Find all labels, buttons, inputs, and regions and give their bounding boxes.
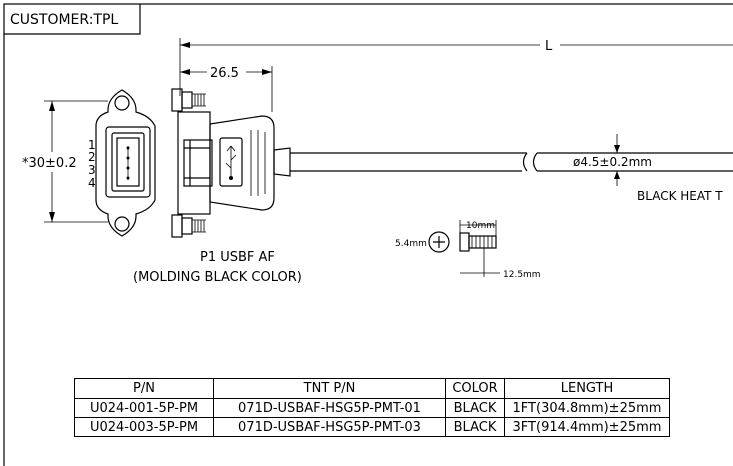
screw-thread-label: 12.5mm bbox=[503, 270, 541, 280]
part-number-table: P/N TNT P/N COLOR LENGTH U024-001-5P-PM … bbox=[74, 378, 670, 437]
part-name: P1 USBF AF bbox=[200, 250, 275, 265]
table-cell: BLACK bbox=[445, 417, 505, 437]
pin-label-3: 3 bbox=[88, 163, 96, 177]
table-row: U024-001-5P-PM 071D-USBAF-HSG5P-PMT-01 B… bbox=[74, 398, 670, 418]
overall-length-arrow bbox=[180, 42, 190, 48]
connector-side-view bbox=[177, 111, 291, 215]
table-cell: 3FT(914.4mm)±25mm bbox=[504, 417, 670, 437]
lower-screw bbox=[171, 214, 206, 238]
table-cell: 071D-USBAF-HSG5P-PMT-03 bbox=[213, 417, 446, 437]
screw-head-label: 5.4mm bbox=[395, 239, 427, 249]
table-header-row: P/N TNT P/N COLOR LENGTH bbox=[74, 378, 670, 399]
column-header: COLOR bbox=[445, 378, 505, 399]
connector-length-label: 26.5 bbox=[210, 66, 239, 81]
connector-length-arrow-left bbox=[180, 69, 190, 75]
customer-box bbox=[4, 4, 141, 35]
customer-label: CUSTOMER:TPL bbox=[10, 12, 118, 28]
table-cell: U024-001-5P-PM bbox=[74, 398, 214, 418]
drawing-frame bbox=[3, 3, 733, 466]
panel-height-arrow-bottom bbox=[49, 212, 55, 222]
table-cell: U024-003-5P-PM bbox=[74, 417, 214, 437]
table-cell: 1FT(304.8mm)±25mm bbox=[504, 398, 670, 418]
upper-screw bbox=[171, 88, 206, 112]
screw-length-label: 10mm bbox=[466, 221, 495, 231]
pin-label-2: 2 bbox=[88, 150, 96, 164]
cable-break bbox=[522, 152, 538, 172]
panel-height-label: *30±0.2 bbox=[22, 156, 77, 171]
pin-label-4: 4 bbox=[88, 176, 96, 190]
pin-label-1: 1 bbox=[88, 138, 96, 152]
connector-length-arrow-right bbox=[262, 69, 272, 75]
screw-detail bbox=[428, 231, 497, 253]
column-header: TNT P/N bbox=[213, 378, 446, 399]
column-header: LENGTH bbox=[504, 378, 670, 399]
table-cell: 071D-USBAF-HSG5P-PMT-01 bbox=[213, 398, 446, 418]
table-cell: BLACK bbox=[445, 398, 505, 418]
overall-length-label: L bbox=[545, 39, 553, 54]
cable-diameter-label: ø4.5±0.2mm bbox=[573, 155, 652, 169]
cable-diameter-arrow-bottom bbox=[614, 171, 620, 179]
cable-note: BLACK HEAT T bbox=[637, 189, 723, 203]
table-row: U024-003-5P-PM 071D-USBAF-HSG5P-PMT-03 B… bbox=[74, 417, 670, 437]
front-view bbox=[95, 89, 156, 237]
cable-diameter-arrow-top bbox=[614, 145, 620, 153]
panel-height-arrow-top bbox=[49, 101, 55, 111]
column-header: P/N bbox=[74, 378, 214, 399]
molding-note: (MOLDING BLACK COLOR) bbox=[133, 270, 302, 285]
